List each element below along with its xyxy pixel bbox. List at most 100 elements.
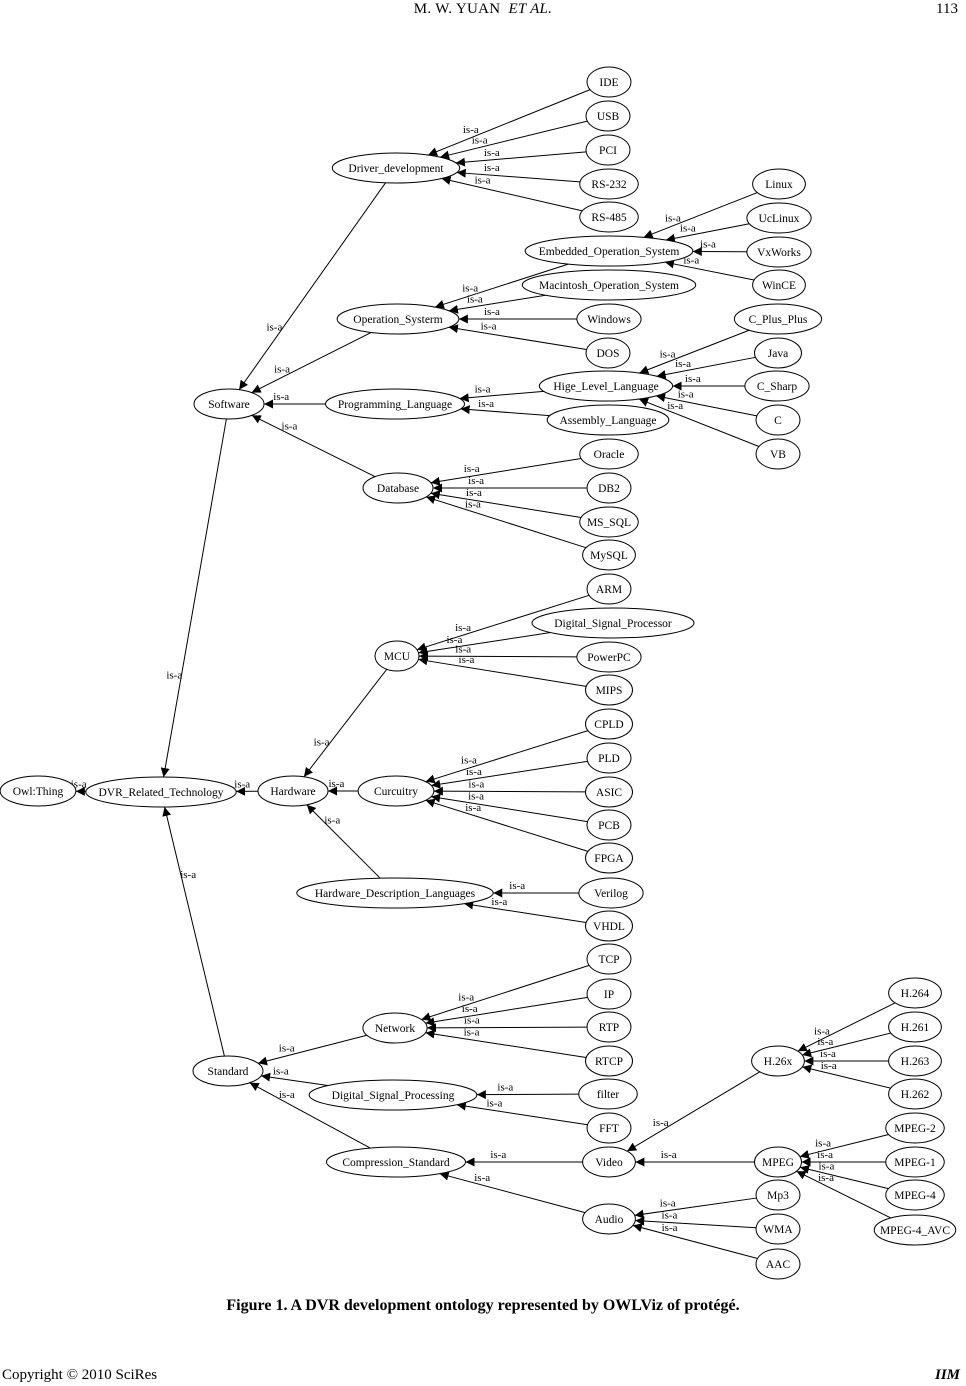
isa-label-hdl: is-a [324,814,340,826]
node-h264: H.264 [888,977,942,1009]
node-drv: Driver_development [331,152,461,184]
node-label: Owl:Thing [13,786,64,798]
node-label: FPGA [594,853,624,865]
node-ellipse [586,573,632,605]
isa-label-mac: is-a [467,294,483,306]
edge-fft-dspr [456,1101,588,1126]
running-header: M. W. YUAN ET AL. [0,0,966,18]
edge-mssql-db [430,490,582,518]
node-label: PCB [598,820,620,832]
node-ellipse [755,1248,801,1280]
node-ellipse [582,1146,636,1178]
edge-drv-sw [238,182,386,390]
node-label: AAC [766,1259,791,1271]
node-ellipse [582,539,636,571]
isa-label-uclinux: is-a [680,223,696,235]
node-label: Audio [595,1214,624,1226]
node-ellipse [586,742,632,774]
node-ellipse [755,438,801,470]
isa-label-h263: is-a [820,1048,836,1060]
node-ellipse [755,1179,801,1211]
node-label: ARM [596,584,622,596]
node-rtcp: RTCP [585,1045,633,1077]
node-ellipse [192,1055,264,1087]
node-pcb: PCB [586,809,632,841]
node-label: Network [375,1023,415,1035]
node-label: MIPS [596,685,623,697]
edge-hll-pl [459,390,544,403]
node-label: VB [770,449,786,461]
isa-label-oracle: is-a [464,463,480,475]
node-ellipse [754,337,802,369]
node-label: H.262 [901,1089,930,1101]
isa-label-h26x: is-a [653,1117,669,1129]
node-label: USB [597,111,620,123]
node-label: MPEG [762,1157,794,1169]
node-label: RS-485 [591,212,626,224]
isa-label-ide: is-a [463,124,479,136]
isa-label-pl: is-a [273,391,289,403]
isa-label-linux: is-a [665,212,681,224]
node-label: Digital_Signal_Processor [554,618,672,630]
node-db2: DB2 [586,472,632,504]
node-label: RTCP [595,1056,623,1068]
node-net: Network [362,1012,428,1044]
node-ellipse [538,370,674,402]
node-tcp: TCP [586,943,632,975]
edge-rtcp-net [425,1029,587,1058]
node-label: Hige_Level_Language [553,381,658,393]
node-label: C [774,415,782,427]
node-hll: Hige_Level_Language [538,370,674,402]
node-ellipse [576,303,642,335]
isa-label-pci: is-a [484,147,500,159]
node-ellipse [586,1112,632,1144]
node-wma: WMA [755,1213,801,1245]
isa-label-db2: is-a [468,475,484,487]
node-oracle: Oracle [579,438,639,470]
node-label: H.264 [901,988,930,1000]
footer-copyright: Copyright © 2010 SciRes [2,1367,158,1383]
node-verilog: Verilog [578,877,644,909]
node-label: Windows [587,314,631,326]
isa-label-rtp: is-a [464,1015,480,1027]
isa-label-cpld: is-a [461,755,477,767]
node-dos: DOS [585,337,631,369]
edge-mpeg4avc-mpeg [796,1170,891,1219]
node-ellipse [585,674,633,706]
isa-label-vb: is-a [667,400,683,412]
node-dsp: Digital_Signal_Processor [531,607,695,639]
isa-label-h262: is-a [821,1060,837,1072]
isa-label-vxworks: is-a [700,239,716,251]
isa-label-vhdl: is-a [491,896,507,908]
edge-h262-h26x [802,1064,891,1089]
isa-label-mpeg2: is-a [815,1138,831,1150]
node-label: RTP [599,1022,619,1034]
node-arm: ARM [586,573,632,605]
node-label: Verilog [594,888,628,900]
isa-label-mpeg4avc: is-a [818,1172,834,1184]
node-ellipse [888,1045,942,1077]
node-label: Standard [208,1066,249,1078]
node-h261: H.261 [888,1011,942,1043]
node-mips: MIPS [585,674,633,706]
node-cpp: C_Plus_Plus [733,303,823,335]
node-label: DOS [596,348,619,360]
node-ellipse [308,1079,478,1111]
isa-label-drv: is-a [266,322,282,334]
node-ellipse [325,388,465,420]
edge-dos-os [448,324,587,351]
node-ellipse [585,1045,633,1077]
node-mac: Macintosh_Operation_System [521,269,697,301]
node-c: C [755,404,801,436]
node-ellipse [531,607,695,639]
node-ellipse [755,1213,801,1245]
node-comp: Compression_Standard [326,1146,466,1178]
edge-ppc-mcu [418,651,577,661]
isa-label-audio: is-a [474,1172,490,1184]
edge-dspr-std [261,1072,329,1087]
isa-label-pcb: is-a [468,791,484,803]
edge-rs485-drv [441,176,583,212]
edge-asic-circ [433,786,586,796]
footer-journal: IIM [934,1367,960,1383]
edge-mac-os [448,294,546,314]
